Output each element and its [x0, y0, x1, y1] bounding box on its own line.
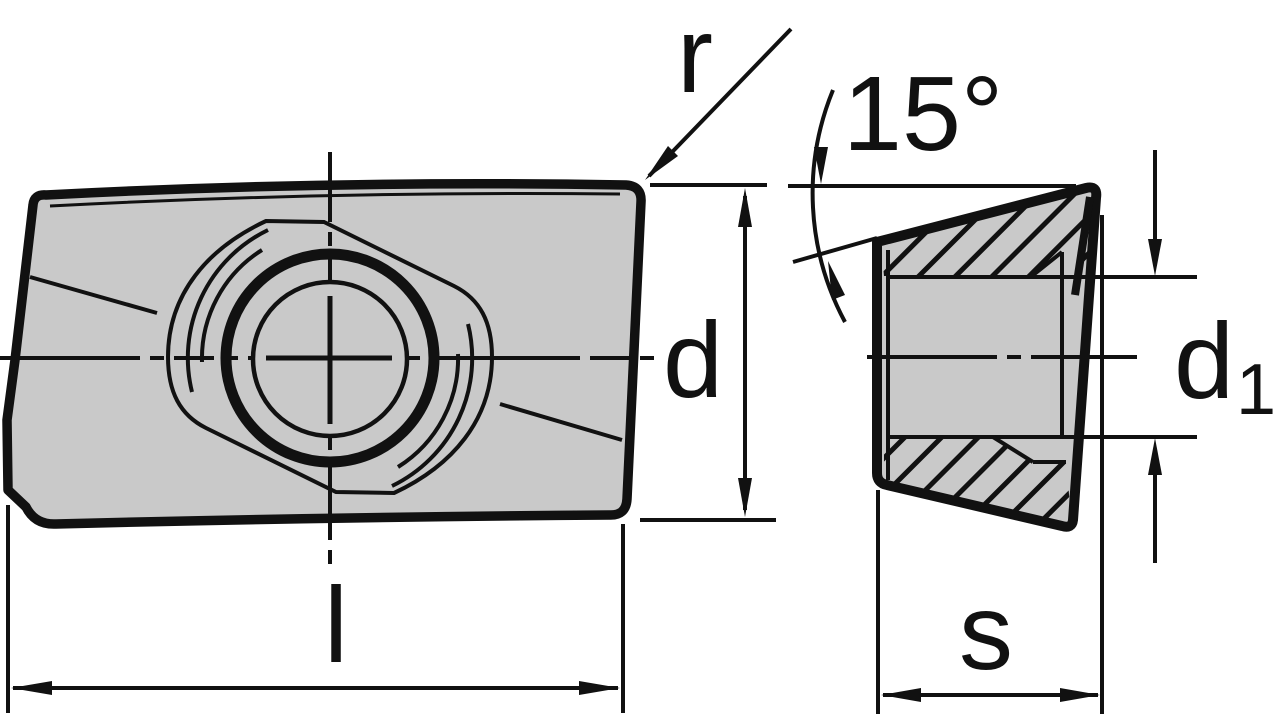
d-label: d [663, 299, 723, 420]
side-view: 15° d 1 s [788, 55, 1276, 714]
d1-arrow-down [1148, 239, 1162, 276]
hatch-band-top [881, 190, 1097, 276]
angle-slant-extension [792, 236, 878, 264]
witness-line-right [499, 402, 623, 442]
bore-chamfer-top [1030, 250, 1064, 278]
hatch-band-bottom [884, 438, 1071, 526]
s-arrow-right [1060, 688, 1100, 702]
chamfer-arc-lower-right-outer [391, 323, 475, 488]
dimension-l: l [6, 505, 625, 713]
annotation-angle: 15° [788, 55, 1076, 323]
l-arrow-right [579, 681, 620, 695]
witness-line-left [29, 275, 158, 315]
angle-label: 15° [843, 55, 1003, 173]
r-leader-arrow [645, 146, 678, 180]
boss-contour [165, 218, 495, 496]
d-arrow-up [738, 188, 752, 227]
d-arrow-down [738, 478, 752, 517]
s-label: s [959, 571, 1013, 692]
bore-chamfer-bottom [991, 435, 1035, 464]
chamfer-arc-upper-left-inner [199, 248, 264, 363]
top-edge-land-line [49, 192, 621, 208]
plan-view: d l r [0, 0, 793, 713]
chamfer-arc-lower-right-inner [396, 353, 461, 469]
d1-label-base: d [1174, 300, 1234, 421]
s-arrow-left [881, 688, 921, 702]
r-label: r [677, 0, 713, 115]
insert-body-outline [2, 179, 646, 529]
annotation-r: r [645, 0, 793, 180]
dimension-d1: d 1 [1148, 150, 1276, 563]
d1-arrow-up [1148, 438, 1162, 475]
angle-arrow-bottom [828, 261, 845, 300]
dimension-s: s [876, 490, 1100, 714]
chamfer-arc-upper-left-outer [185, 228, 269, 393]
l-label: l [324, 564, 348, 685]
dimension-d: d [640, 183, 776, 522]
d1-label-subscript: 1 [1236, 350, 1276, 430]
angle-arrow-top [814, 147, 828, 184]
l-arrow-left [11, 681, 52, 695]
